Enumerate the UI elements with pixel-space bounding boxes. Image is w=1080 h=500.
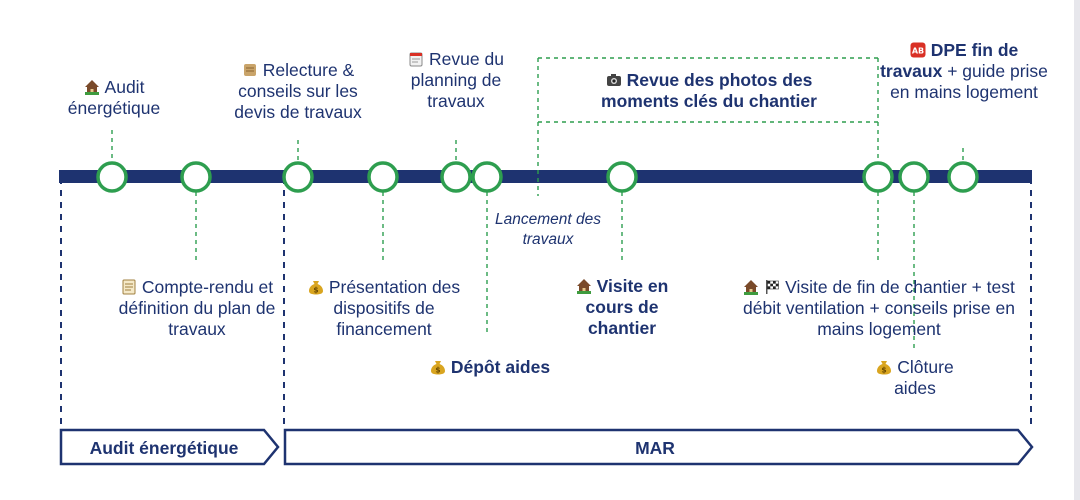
milestone-compte-rendu xyxy=(180,161,212,193)
phase-boundaries xyxy=(60,178,1032,425)
phase-arrow-mar xyxy=(283,428,1034,466)
milestones xyxy=(96,161,979,193)
svg-text:$: $ xyxy=(435,365,440,374)
scroll-icon xyxy=(243,64,256,76)
label-presentation: $Présentation des dispositifs de finance… xyxy=(300,277,468,340)
label-audit: Audit énergétique xyxy=(67,77,161,118)
money-bag-icon: $ xyxy=(308,281,323,295)
label-visite-cours: Visite en cours de chantier xyxy=(557,276,687,339)
label-revue-planning: Revue du planning de travaux xyxy=(404,49,508,112)
memo-icon xyxy=(122,279,136,295)
label-compte-rendu: Compte-rendu et définition du plan de tr… xyxy=(118,277,276,339)
milestone-cloture xyxy=(898,161,930,193)
phase-arrow-audit xyxy=(59,428,280,466)
connectors xyxy=(111,57,964,348)
milestone-revue-planning xyxy=(440,161,472,193)
milestone-depot xyxy=(471,161,503,193)
checkered-flag-icon xyxy=(766,280,779,294)
svg-text:AB: AB xyxy=(912,47,924,56)
label-depot: $Dépôt aides xyxy=(410,357,570,378)
label-visite-fin: Visite de fin de chantier + test débit v… xyxy=(743,277,1015,339)
milestone-presentation xyxy=(367,161,399,193)
phase-label-mar: MAR xyxy=(635,438,675,458)
milestone-dpe xyxy=(947,161,979,193)
label-relecture: Relecture & conseils sur les devis de tr… xyxy=(234,60,362,122)
money-bag-icon: $ xyxy=(430,361,445,375)
svg-text:$: $ xyxy=(313,285,318,294)
label-revue-photos: Revue des photos des moments clés du cha… xyxy=(601,70,817,111)
milestone-relecture xyxy=(282,161,314,193)
ab-badge-icon: AB xyxy=(910,42,926,58)
svg-text:$: $ xyxy=(882,365,887,374)
phase-label-audit: Audit énergétique xyxy=(89,438,239,458)
label-lancement: Lancement des travaux xyxy=(495,211,601,248)
milestone-visite-fin xyxy=(862,161,894,193)
label-cloture: $Clôture aides xyxy=(862,357,968,399)
milestone-visite-cours xyxy=(606,161,638,193)
milestone-audit xyxy=(96,161,128,193)
camera-icon xyxy=(606,74,621,86)
notepad-icon xyxy=(409,52,423,67)
house-icon xyxy=(576,279,591,294)
house-icon xyxy=(84,80,99,95)
house-icon xyxy=(744,280,759,295)
money-bag-icon: $ xyxy=(877,361,892,375)
right-edge-bar xyxy=(1074,0,1080,500)
